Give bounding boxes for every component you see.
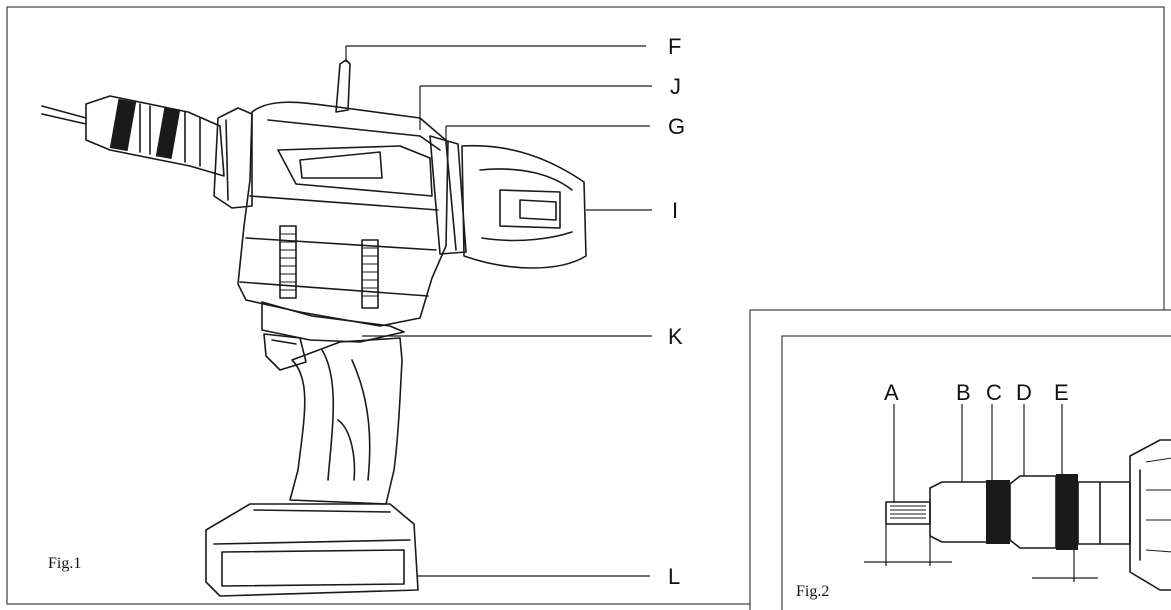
label-j: J [670,74,681,99]
fig2-leaders [864,404,1098,582]
fig2-inner-frame [781,335,1171,610]
front-ring [429,135,467,255]
nose-cap-i [461,144,587,269]
fig2-caption: Fig.2 [796,583,829,600]
handle [289,337,403,505]
fig1-frame [6,6,1165,605]
rear-knurl [109,98,181,160]
nosepiece-drawing [885,439,1171,591]
rear-collar [213,107,253,209]
label-k: K [668,324,683,349]
label-g: G [668,114,685,139]
housing-ribs [279,225,379,309]
label-l: L [668,564,680,589]
label-d: D [1016,380,1032,405]
neck [261,301,405,343]
knurl-ring-c [986,480,1010,544]
label-f: F [668,34,681,59]
fig1-caption: Fig.1 [48,555,81,572]
fig2-outer-frame [749,309,1171,610]
label-i: I [672,198,678,223]
hook-f [335,59,351,113]
label-c: C [986,380,1002,405]
fig1-leaders [345,45,652,577]
knurl-ring-e [1056,474,1078,550]
label-a: A [884,380,899,405]
label-b: B [956,380,971,405]
main-housing [237,101,449,327]
rivet-tool-drawing [41,59,587,597]
battery-pack-l [205,503,419,597]
trigger-k [263,333,307,371]
label-e: E [1054,380,1069,405]
rear-chuck [85,95,225,177]
power-cord [41,105,87,119]
